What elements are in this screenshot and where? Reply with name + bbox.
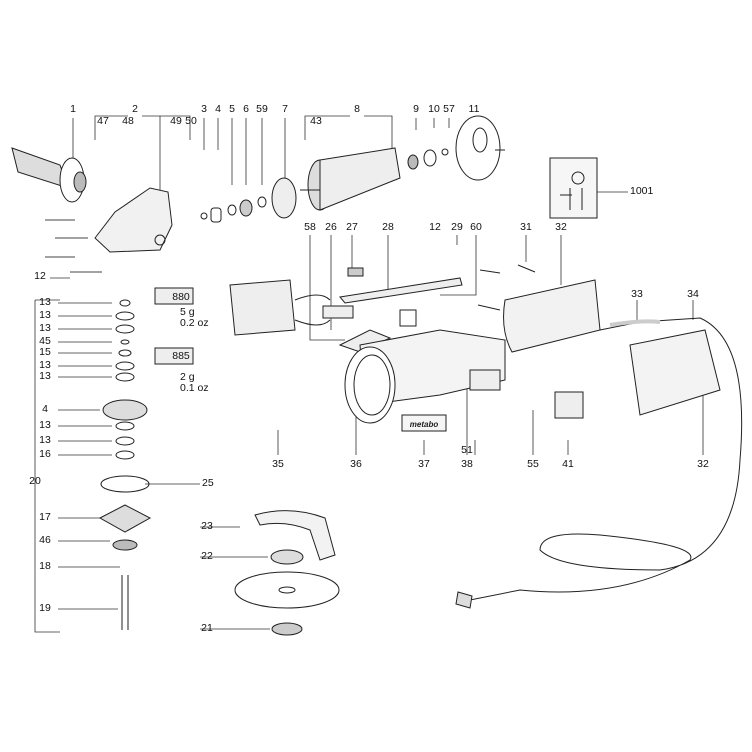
part-number-label: 4	[42, 403, 48, 415]
part-number-label: 25	[202, 477, 214, 489]
part-number-label: 13	[39, 419, 51, 431]
metabo-logo: metabo	[410, 420, 439, 429]
motor-housing	[344, 329, 506, 424]
part-number-label: 28	[382, 221, 394, 233]
part-number-label: 12	[429, 221, 441, 233]
part-number-label: 48	[122, 115, 134, 127]
part-number-label: 13	[39, 309, 51, 321]
part-number-label: 9	[413, 103, 419, 115]
part-number-label: 13	[39, 370, 51, 382]
part-number-label: 8	[354, 103, 360, 115]
part-number-label: 51	[461, 444, 473, 456]
part-number-label: 21	[201, 622, 213, 634]
part-number-label: 33	[631, 288, 643, 300]
part-number-label: 57	[443, 103, 455, 115]
part-number-label: 13	[39, 296, 51, 308]
part-number-label: 2 g	[180, 371, 195, 383]
part-number-label: 32	[555, 221, 567, 233]
part-number-label: 7	[282, 103, 288, 115]
part-number-label: 13	[39, 322, 51, 334]
part-number-label: 13	[39, 434, 51, 446]
part-number-label: 2	[132, 103, 138, 115]
part-number-label: 37	[418, 458, 430, 470]
part-number-label: 55	[527, 458, 539, 470]
inset-detail-drawing	[560, 171, 585, 210]
part-number-label: 26	[325, 221, 337, 233]
part-number-label: 50	[185, 115, 197, 127]
part-number-label: 38	[461, 458, 473, 470]
part-number-label: 5 g	[180, 306, 195, 318]
part-number-label: 5	[229, 103, 235, 115]
part-number-label: 34	[687, 288, 699, 300]
part-number-label: 29	[451, 221, 463, 233]
gear-cover	[94, 187, 173, 253]
part-number-label: 17	[39, 511, 51, 523]
part-number-label: 36	[350, 458, 362, 470]
part-number-label: 0.2 oz	[180, 317, 209, 329]
part-number-label: 27	[346, 221, 358, 233]
part-number-label: 43	[310, 115, 322, 127]
part-number-label: 11	[468, 103, 480, 115]
handle-half-lower	[629, 329, 721, 416]
part-number-label: 47	[97, 115, 109, 127]
wheel-guard-and-discs	[234, 510, 340, 636]
brush-holder	[469, 369, 501, 391]
part-number-label: 880	[172, 291, 190, 303]
armature	[300, 115, 505, 211]
part-number-label: 32	[697, 458, 709, 470]
capacitor	[554, 391, 584, 419]
part-number-label: 4	[215, 103, 221, 115]
part-number-label: 22	[201, 550, 213, 562]
part-number-label: 16	[39, 448, 51, 460]
small-parts-row	[200, 177, 297, 223]
part-number-label: 31	[520, 221, 532, 233]
part-number-label: 885	[172, 350, 190, 362]
detail-inset	[549, 157, 598, 219]
part-number-label: 35	[272, 458, 284, 470]
part-number-label: 23	[201, 520, 213, 532]
part-number-label: 10	[428, 103, 440, 115]
part-number-label: 58	[304, 221, 316, 233]
part-number-label: 1001	[630, 185, 654, 197]
part-number-label: 12	[34, 270, 46, 282]
part-number-label: 1	[70, 103, 76, 115]
part-number-label: 15	[39, 346, 51, 358]
cable-with-plug	[455, 317, 743, 609]
part-number-label: 45	[39, 335, 51, 347]
part-number-label: 49	[170, 115, 182, 127]
switch-parts	[322, 264, 536, 353]
side-handle	[11, 147, 87, 203]
part-number-label: 46	[39, 534, 51, 546]
part-number-label: 41	[562, 458, 574, 470]
stator	[229, 279, 331, 336]
part-number-label: 19	[39, 602, 51, 614]
handle-half-upper	[503, 279, 601, 353]
leader-lines	[34, 115, 704, 633]
part-number-label: 0.1 oz	[180, 382, 209, 394]
part-number-label: 6	[243, 103, 249, 115]
part-number-label: 13	[39, 359, 51, 371]
nameplate	[401, 414, 447, 432]
part-number-label: 20	[29, 475, 41, 487]
screws-left	[45, 219, 102, 273]
part-number-label: 60	[470, 221, 482, 233]
part-number-label: 3	[201, 103, 207, 115]
part-number-label: 59	[256, 103, 268, 115]
part-number-label: 18	[39, 560, 51, 572]
spindle-stack	[98, 299, 152, 630]
grease-tubes	[154, 287, 194, 365]
